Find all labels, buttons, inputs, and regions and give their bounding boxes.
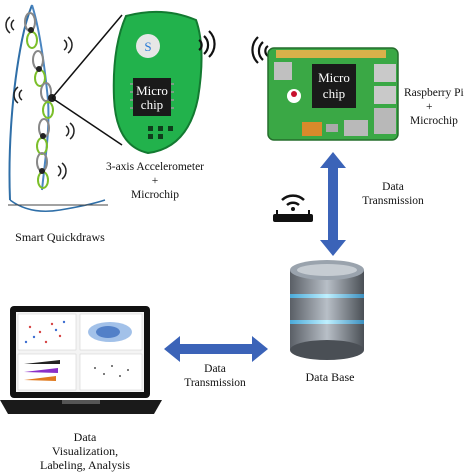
carabiner-icon <box>36 152 49 189</box>
accelerometer-board: S Micro chip <box>112 10 203 155</box>
horizontal-transmission-label-line1: Data <box>204 363 226 375</box>
accelerometer-label-line3: Microchip <box>131 189 179 201</box>
raspberry-pi-board: Micro chip <box>267 47 399 141</box>
visualization-label-line2: Visualization, <box>51 444 119 458</box>
rpi-chip-label-line2: chip <box>323 86 345 101</box>
wifi-icon <box>198 30 216 58</box>
accelerometer-label-line2: + <box>151 175 159 187</box>
visualization-label-line3: Labeling, Analysis <box>40 458 130 472</box>
router-icon <box>273 194 313 222</box>
board-logo: S <box>144 39 151 54</box>
horizontal-transmission-label: Data Transmission <box>170 362 260 390</box>
raspberry-pi-label-line3: Microchip <box>410 115 458 127</box>
horizontal-transmission-label-line2: Transmission <box>184 377 246 389</box>
visualization-label-line1: Data <box>73 430 97 444</box>
database-label: Data Base <box>305 370 355 384</box>
vertical-transmission-label: Data Transmission <box>348 180 438 208</box>
vertical-transmission-label-line2: Transmission <box>362 195 424 207</box>
chip-label-line2: chip <box>141 97 163 112</box>
rpi-chip-label-line1: Micro <box>318 70 350 85</box>
quickdraw-rope-illustration <box>5 4 108 212</box>
laptop-icon <box>0 306 162 414</box>
vertical-transmission-label-line1: Data <box>382 181 404 193</box>
database-icon <box>290 260 364 360</box>
accelerometer-label-line1: 3-axis Accelerometer <box>105 161 205 173</box>
horizontal-transmission-arrow <box>164 336 268 362</box>
vertical-transmission-arrow <box>320 152 346 256</box>
carabiner-icon <box>24 12 38 49</box>
accelerometer-label: 3-axis Accelerometer + Microchip <box>90 160 220 202</box>
zoom-lines <box>51 14 123 146</box>
raspberry-pi-label: Raspberry Pi + Microchip <box>404 86 470 128</box>
visualization-label: Data Visualization, Labeling, Analysis <box>20 430 150 472</box>
chip-label-line1: Micro <box>136 83 168 98</box>
carabiner-icon <box>32 50 46 87</box>
wifi-icon <box>5 16 75 180</box>
quickdraws-label: Smart Quickdraws <box>15 230 105 244</box>
raspberry-pi-label-line1: Raspberry Pi <box>404 87 464 99</box>
raspberry-pi-label-line2: + <box>426 101 433 113</box>
carabiner-icon <box>36 118 50 155</box>
